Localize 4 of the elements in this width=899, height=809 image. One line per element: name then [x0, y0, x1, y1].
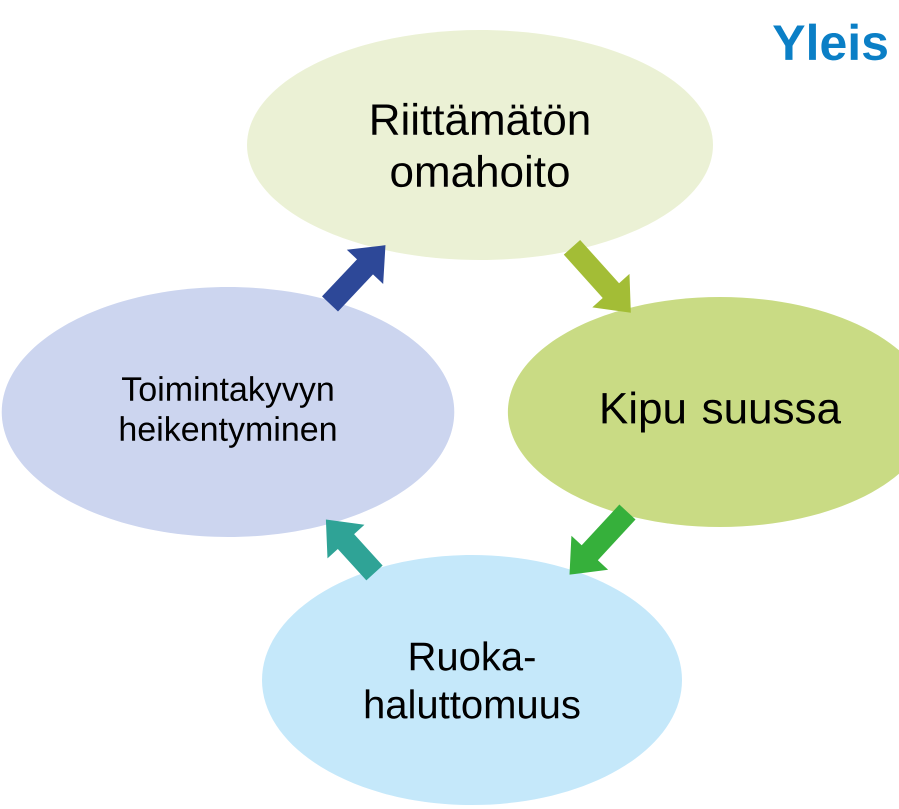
title: Yleis: [773, 24, 887, 60]
ellipse-node: Toimintakyvyn heikentyminen: [2, 287, 454, 537]
ellipse-node: Ruoka- haluttomuus: [262, 555, 682, 805]
ellipse-node: Riittämätön omahoito: [247, 30, 713, 260]
